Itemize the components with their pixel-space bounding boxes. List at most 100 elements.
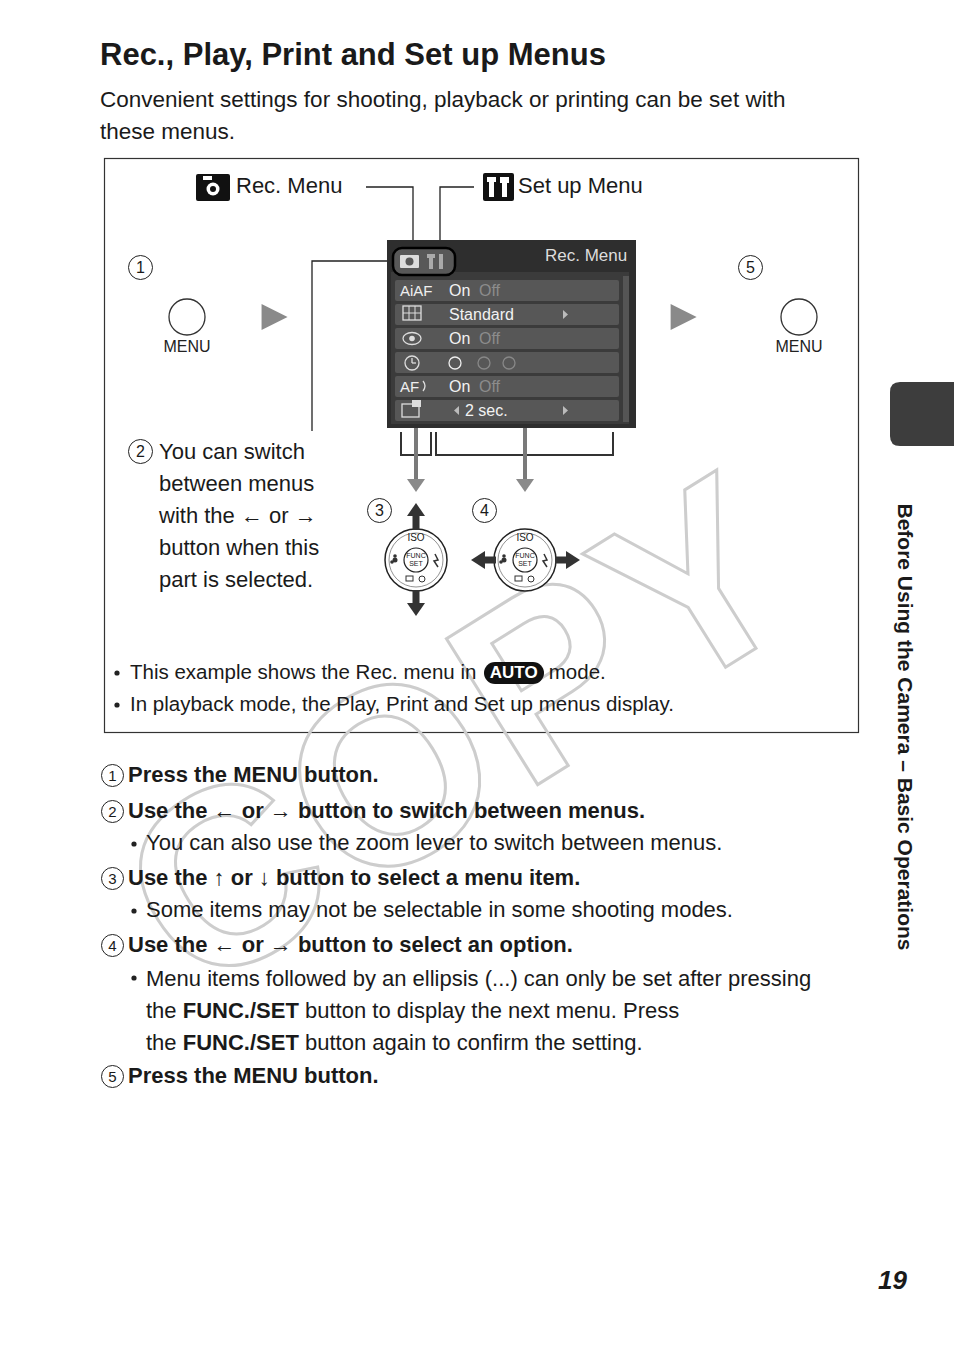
side-tab bbox=[890, 382, 954, 446]
step-text: Press the MENU button. bbox=[128, 1062, 379, 1090]
menu-drawing-part bbox=[781, 299, 817, 335]
menu-name: Rec. Menu bbox=[236, 173, 342, 199]
setup-menu-icon-part bbox=[506, 177, 509, 183]
button-name: FUNC./SET bbox=[183, 998, 299, 1023]
setup-menu-icon-part bbox=[500, 177, 503, 183]
label-text: You can switch between menus with the ← … bbox=[159, 439, 319, 592]
screen-item: Off bbox=[479, 281, 500, 301]
screen-drawing-part bbox=[409, 336, 415, 342]
screen-drawing-part bbox=[449, 357, 461, 369]
screen-drawing-part bbox=[395, 328, 619, 349]
screen-drawing-part bbox=[405, 356, 419, 370]
screen-drawing-part bbox=[391, 272, 629, 424]
menu-name: Set up Menu bbox=[518, 173, 643, 199]
callout-number: 4 bbox=[108, 937, 116, 954]
mode-badge: AUTO bbox=[484, 662, 544, 684]
callout-number: 3 bbox=[108, 870, 116, 887]
note-line: In playback mode, the Play, Print and Se… bbox=[130, 691, 850, 717]
side-tab-text: Before Using the Camera – Basic Operatio… bbox=[892, 447, 918, 1007]
connector-line bbox=[523, 428, 527, 480]
screen-drawing-part bbox=[387, 240, 636, 428]
dial-drawing-part bbox=[407, 603, 425, 616]
screen-header: Rec. Menu bbox=[545, 246, 627, 266]
callout-number: 3 bbox=[375, 502, 384, 519]
screen-drawing-part bbox=[563, 406, 568, 415]
connector-arrow bbox=[214, 304, 387, 330]
dial-label: ISO bbox=[401, 532, 431, 543]
selection-brackets bbox=[401, 432, 613, 455]
dial-center-label: FUNC SET bbox=[514, 552, 536, 568]
label-text: This example shows the Rec. menu in bbox=[130, 660, 476, 683]
step-text: Use the ← or → button to select an optio… bbox=[128, 931, 573, 959]
step-note: You can also use the zoom lever to switc… bbox=[146, 829, 722, 857]
screen-drawing-part bbox=[403, 306, 421, 320]
bullet-dots-part bbox=[114, 702, 119, 707]
callout-number: 1 bbox=[108, 767, 116, 784]
step-text: Use the ← or → button to switch between … bbox=[128, 797, 645, 825]
screen-item: Standard bbox=[449, 305, 514, 325]
screen-item: AF bbox=[400, 377, 419, 397]
screen-drawing-part bbox=[423, 381, 425, 391]
screen-drawing-part bbox=[395, 352, 619, 373]
dial-drawing-part bbox=[413, 590, 420, 605]
dial-drawing-part bbox=[393, 554, 397, 558]
menu-drawing-part bbox=[169, 299, 205, 335]
setup-menu-icon-part bbox=[487, 177, 496, 182]
screen-item: 2 sec. bbox=[465, 401, 508, 421]
screen-drawing-part bbox=[412, 362, 416, 363]
screen-drawing-part bbox=[395, 280, 619, 301]
connector-line bbox=[414, 428, 418, 480]
callout-circle: 4 bbox=[472, 498, 497, 523]
screen-drawing-part bbox=[400, 255, 419, 268]
dial-drawing-part bbox=[566, 551, 580, 569]
callout-number: 2 bbox=[108, 803, 116, 820]
dial-drawing-part bbox=[419, 576, 425, 582]
callout-circle: 2 bbox=[128, 439, 153, 464]
screen-drawing-part bbox=[406, 258, 414, 266]
label-text: Some items may not be selectable in some… bbox=[146, 897, 733, 922]
callout-circle: 1 bbox=[101, 764, 124, 787]
screen-item: AiAF bbox=[400, 281, 433, 301]
dial-drawing-part bbox=[498, 533, 552, 587]
dial-drawing-part bbox=[390, 560, 394, 564]
bullet-dots-part bbox=[131, 975, 136, 980]
label-text: Press the MENU button. bbox=[128, 762, 379, 787]
callout-circle: 1 bbox=[128, 255, 153, 280]
page-number: 19 bbox=[878, 1265, 907, 1296]
dial-drawing-part bbox=[406, 576, 413, 581]
note-line: This example shows the Rec. menu inAUTOm… bbox=[130, 659, 850, 685]
screen-drawing-part bbox=[427, 254, 435, 258]
screen-drawing-part bbox=[439, 254, 443, 269]
screen-drawing-part bbox=[395, 400, 619, 421]
screen-drawing-part bbox=[411, 358, 412, 363]
label-text: button again to confirm the setting. bbox=[305, 1030, 643, 1055]
screen-drawing-part bbox=[403, 313, 421, 314]
arrow-head bbox=[671, 304, 697, 330]
callout-text: You can switch between menus with the ← … bbox=[159, 436, 357, 596]
leader-lines-part bbox=[366, 187, 413, 248]
label-text: In playback mode, the Play, Print and Se… bbox=[130, 692, 674, 715]
screen-item: Off bbox=[479, 329, 500, 349]
label-text: Use the ← or → button to select an optio… bbox=[128, 932, 573, 957]
step-text: Press the MENU button. bbox=[128, 761, 379, 789]
dial-drawing-part bbox=[499, 560, 503, 564]
page-title: Rec., Play, Print and Set up Menus bbox=[100, 37, 606, 73]
dial-drawing-part bbox=[434, 554, 438, 567]
dial-label: ISO bbox=[510, 532, 540, 543]
arrow-head bbox=[516, 479, 534, 492]
dial-drawing-part bbox=[407, 503, 425, 516]
screen-drawing bbox=[387, 240, 636, 428]
screen-item: On bbox=[449, 281, 470, 301]
callout-circle: 5 bbox=[738, 255, 763, 280]
label-text: Use the ← or → button to switch between … bbox=[128, 798, 645, 823]
dial-drawing-part bbox=[555, 557, 567, 564]
dial-drawing-part bbox=[404, 548, 428, 572]
screen-drawing-part bbox=[454, 406, 459, 415]
rec-menu-icon-part bbox=[207, 183, 220, 196]
screen-drawing-part bbox=[563, 310, 568, 319]
screen-item: On bbox=[449, 329, 470, 349]
dial-drawing-part bbox=[385, 529, 447, 591]
side-tab-part bbox=[890, 382, 954, 446]
rec-menu-icon bbox=[196, 174, 230, 201]
step-note: Menu items followed by an ellipsis (...)… bbox=[146, 963, 840, 1059]
